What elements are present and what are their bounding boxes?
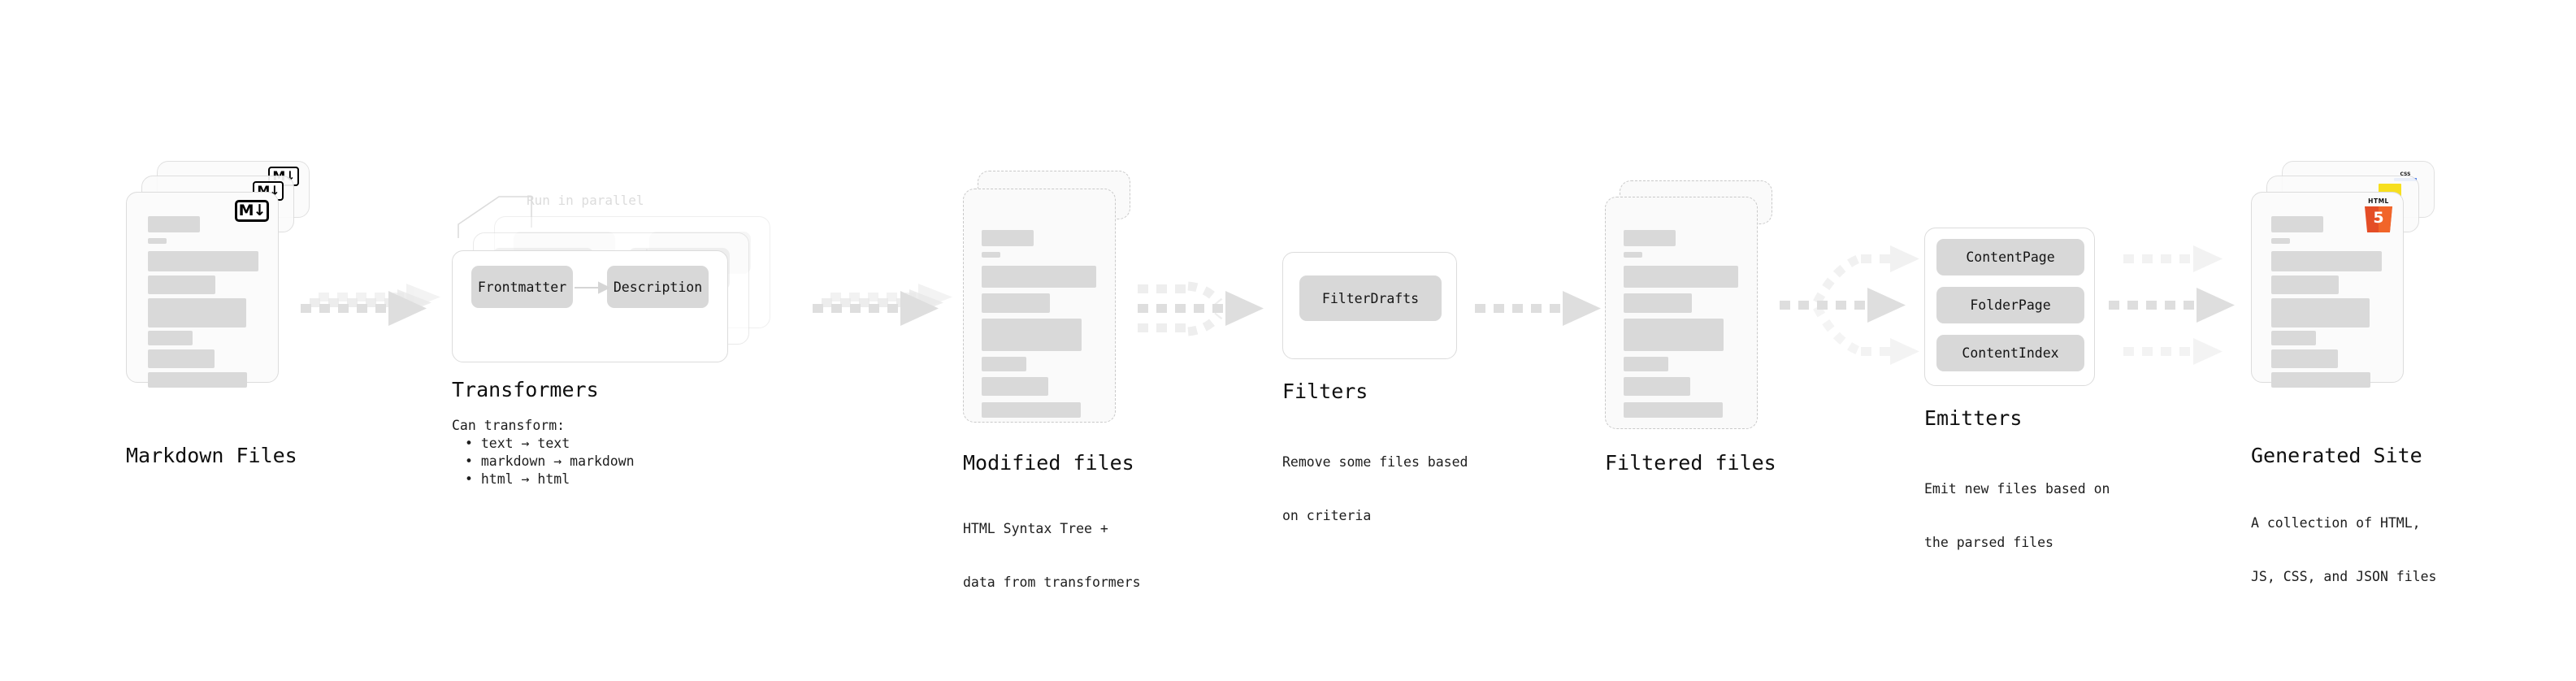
stage-title-generated-site: Generated Site	[2251, 444, 2422, 467]
pill-folderpage[interactable]: FolderPage	[1936, 287, 2084, 323]
skeleton-bar	[982, 377, 1048, 396]
skeleton-bar	[982, 293, 1050, 313]
skeleton-bar	[2271, 275, 2339, 294]
connector-md-to-transformers	[301, 284, 440, 326]
filtered-file-card-front	[1605, 197, 1758, 429]
subtitle-line: HTML Syntax Tree +	[963, 521, 1108, 536]
subtitle-line: JS, CSS, and JSON files	[2251, 569, 2437, 584]
filters-subtitle: Remove some files based on criteria	[1282, 418, 1468, 561]
emitters-group: ContentPage FolderPage ContentIndex	[1924, 228, 2095, 386]
skeleton-bar	[982, 402, 1081, 418]
connector-filters-to-filtered	[1475, 291, 1601, 326]
pill-frontmatter[interactable]: Frontmatter	[471, 266, 573, 308]
bullet-html-to-html: • html → html	[465, 471, 570, 487]
skeleton-bar	[1624, 357, 1668, 371]
stage-title-markdown-files: Markdown Files	[126, 444, 297, 467]
skeleton-bar	[982, 319, 1082, 351]
html5-shield-icon: 5	[2365, 206, 2392, 232]
skeleton-bar	[1624, 252, 1642, 258]
transformers-caption-bullets: • text → text • markdown → markdown • ht…	[465, 435, 635, 488]
modified-file-card-front	[963, 189, 1116, 423]
skeleton-bar	[2271, 251, 2382, 271]
subtitle-line: Remove some files based	[1282, 454, 1468, 470]
html5-badge-number: 5	[2373, 209, 2384, 228]
skeleton-bar	[148, 238, 167, 244]
transformer-group-front: Frontmatter Description	[452, 250, 728, 362]
html5-badge-word: HTML	[2368, 197, 2389, 205]
skeleton-bar	[1624, 377, 1690, 396]
transformers-caption-intro: Can transform:	[452, 418, 566, 433]
skeleton-bar	[982, 252, 1000, 258]
stage-title-modified-files: Modified files	[963, 451, 1134, 475]
skeleton-bar	[148, 349, 215, 368]
filters-group: FilterDrafts	[1282, 252, 1457, 359]
connector-modified-to-filters	[1138, 281, 1264, 336]
skeleton-bar	[2271, 372, 2370, 388]
skeleton-bar	[1624, 293, 1692, 313]
skeleton-bar	[1624, 319, 1724, 351]
run-in-parallel-bracket	[458, 196, 532, 238]
skeleton-bar	[1624, 266, 1738, 288]
skeleton-bar	[982, 357, 1026, 371]
emitters-subtitle: Emit new files based on the parsed files	[1924, 445, 2110, 588]
run-in-parallel-label: Run in parallel	[527, 193, 644, 208]
connector-emitters-to-site	[2109, 245, 2235, 365]
skeleton-bar	[2271, 349, 2338, 368]
pill-filterdrafts[interactable]: FilterDrafts	[1299, 275, 1442, 321]
stage-title-filters: Filters	[1282, 380, 1368, 403]
connector-transformers-to-modified	[813, 284, 952, 326]
html5-badge: HTML 5	[2365, 197, 2392, 232]
skeleton-bar	[148, 251, 258, 271]
subtitle-line: the parsed files	[1924, 535, 2053, 550]
skeleton-bar	[2271, 331, 2316, 345]
subtitle-line: on criteria	[1282, 508, 1372, 523]
skeleton-bar	[982, 266, 1096, 288]
skeleton-bar	[1624, 402, 1723, 418]
skeleton-bar	[148, 275, 215, 294]
skeleton-bar	[2271, 238, 2290, 244]
skeleton-bar	[148, 298, 246, 327]
skeleton-bar	[148, 216, 200, 232]
bullet-text-to-text: • text → text	[465, 436, 570, 451]
transformer-inner-arrow	[575, 281, 611, 294]
generated-site-subtitle: A collection of HTML, JS, CSS, and JSON …	[2251, 479, 2436, 622]
pill-description[interactable]: Description	[607, 266, 709, 308]
pill-contentindex[interactable]: ContentIndex	[1936, 335, 2084, 371]
subtitle-line: data from transformers	[963, 575, 1141, 590]
skeleton-bar	[148, 331, 193, 345]
pill-contentpage[interactable]: ContentPage	[1936, 239, 2084, 275]
skeleton-bar	[982, 230, 1034, 246]
skeleton-bar	[148, 372, 247, 388]
markdown-badge-front: M↓	[235, 200, 269, 222]
subtitle-line: A collection of HTML,	[2251, 515, 2421, 531]
stage-title-filtered-files: Filtered files	[1605, 451, 1776, 475]
skeleton-bar	[2271, 298, 2370, 327]
stage-title-emitters: Emitters	[1924, 406, 2023, 430]
modified-files-subtitle: HTML Syntax Tree + data from transformer…	[963, 484, 1141, 627]
bullet-markdown-to-markdown: • markdown → markdown	[465, 453, 635, 469]
stage-title-transformers: Transformers	[452, 378, 599, 401]
skeleton-bar	[1624, 230, 1676, 246]
skeleton-bar	[2271, 216, 2323, 232]
connector-filtered-to-emitters	[1780, 245, 1919, 365]
css-badge-word: CSS	[2400, 171, 2411, 177]
subtitle-line: Emit new files based on	[1924, 481, 2110, 497]
markdown-file-card-front	[126, 192, 279, 388]
